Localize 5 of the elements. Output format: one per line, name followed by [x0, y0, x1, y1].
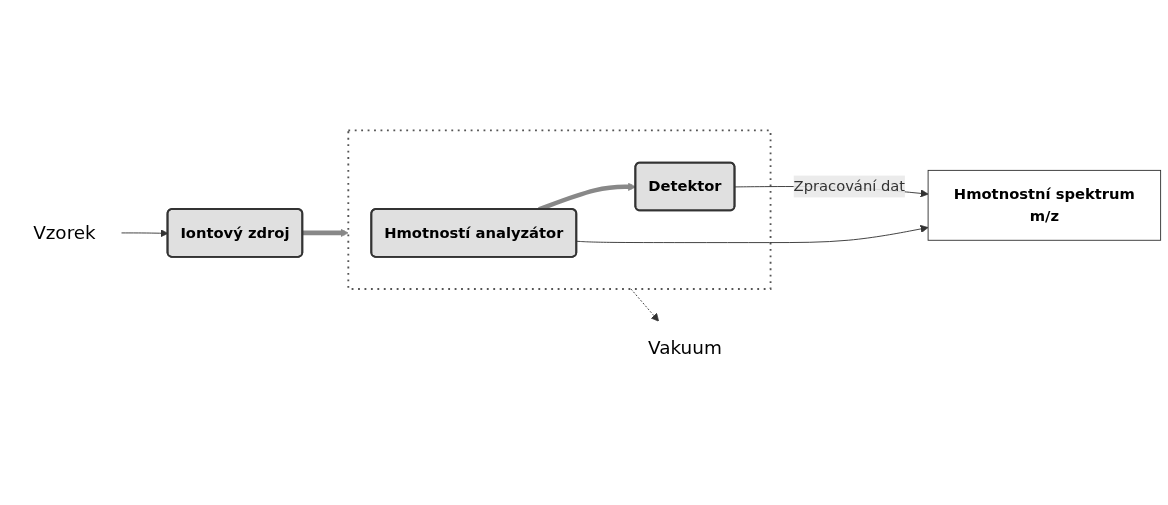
node-box: Hmotnostní spektrum m/z: [927, 169, 1162, 241]
node-text: Vzorek: [33, 221, 96, 244]
node-text: Vakuum: [648, 336, 722, 359]
edge-label: Zpracování dat: [793, 177, 906, 195]
arrow: [302, 228, 349, 237]
